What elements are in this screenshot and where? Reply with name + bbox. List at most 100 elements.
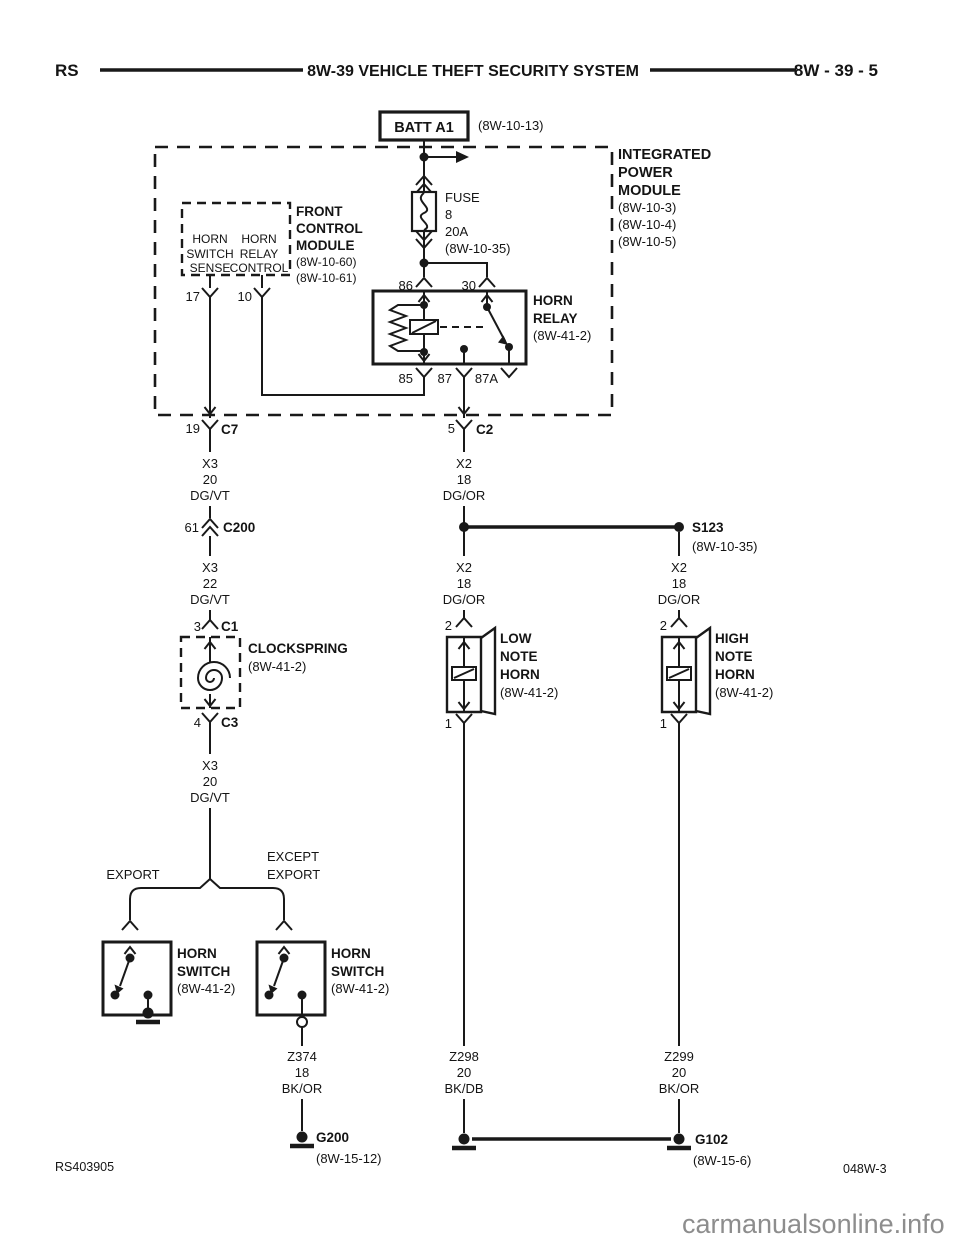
clockspring-coil-icon (196, 661, 231, 691)
wire-gauge: 20 (203, 774, 217, 789)
connector-icon (275, 920, 293, 931)
wire-gauge: 18 (672, 576, 686, 591)
splice-s123: S123 (8W-10-35) (674, 520, 758, 554)
horn-switch-except-export: HORN SWITCH (8W-41-2) (257, 942, 389, 1046)
middle-circuit: X2 18 DG/OR X2 18 DG/OR 2 LOW NOTE HORN … (443, 429, 679, 1148)
connector-icon (201, 712, 219, 723)
offpage-arrow-icon (456, 151, 469, 163)
pin-connector-icon (455, 367, 473, 378)
ground-g200: G200 (8W-15-12) (290, 1130, 382, 1166)
fcm-pin-10: 10 (238, 289, 252, 304)
pin-connector-icon (415, 367, 433, 378)
connector-icon (201, 419, 219, 430)
relay-pin-85: 85 (399, 371, 413, 386)
connector-icon (670, 713, 688, 724)
clockspring-outline (179, 635, 242, 710)
pin-connector-icon (201, 287, 219, 298)
low-horn-pin-2: 2 (445, 618, 452, 633)
fuse-rating: 20A (445, 224, 468, 239)
s123-ref: (8W-10-35) (692, 539, 758, 554)
horn-switch-ref: (8W-41-2) (331, 981, 389, 996)
ground-icon (452, 1134, 476, 1149)
relay-box (371, 289, 528, 366)
page-footer: RS403905 048W-3 carmanualsonline.info (55, 1160, 945, 1239)
battery-feed: BATT A1 (8W-10-13) (378, 110, 544, 194)
relay-resistor-icon (387, 304, 424, 352)
s123-name: S123 (692, 520, 724, 535)
header-model: RS (55, 61, 79, 80)
watermark: carmanualsonline.info (682, 1209, 945, 1239)
wire-color: DG/OR (443, 592, 486, 607)
wire-circuit: X3 (202, 758, 218, 773)
branch-left-label: EXPORT (106, 867, 159, 882)
c7-name: C7 (221, 422, 238, 437)
horn-switch-name-2: SWITCH (177, 964, 230, 979)
c7-pin: 19 (186, 421, 200, 436)
fcm-name-2: CONTROL (296, 221, 363, 236)
fuse-ref: (8W-10-35) (445, 241, 511, 256)
wire-color: BK/OR (282, 1081, 322, 1096)
connector-icon (670, 617, 688, 628)
horn-symbol (662, 628, 710, 714)
horn-relay: 86 30 85 87 87A (371, 277, 591, 386)
high-horn-name-1: HIGH (715, 631, 749, 646)
horn-switch-symbol (257, 942, 325, 1015)
branch-right-label-1: EXCEPT (267, 849, 319, 864)
low-note-horn: LOW NOTE HORN (8W-41-2) (447, 628, 558, 714)
low-horn-name-2: NOTE (500, 649, 538, 664)
connector-icon (121, 920, 139, 931)
wire-gauge: 20 (672, 1065, 686, 1080)
ipm-name-2: POWER (618, 165, 673, 181)
g102-name: G102 (695, 1132, 728, 1147)
clockspring-c1-name: C1 (221, 619, 239, 634)
batt-label: BATT A1 (394, 120, 454, 136)
fcm-pin-relay-3: CONTROL (230, 261, 289, 275)
fcm-pin-sense-1: HORN (192, 232, 227, 246)
wire-gauge: 18 (295, 1065, 309, 1080)
high-horn-ref: (8W-41-2) (715, 685, 773, 700)
pin-connector-icon (500, 367, 518, 378)
fcm-pin-sense-2: SWITCH (186, 247, 233, 261)
fcm-name-1: FRONT (296, 204, 343, 219)
c2-pin: 5 (448, 421, 455, 436)
clockspring-ref: (8W-41-2) (248, 659, 306, 674)
relay-pin-87: 87 (438, 371, 452, 386)
branch-right-label-2: EXPORT (267, 867, 320, 882)
ipm-name-3: MODULE (618, 183, 681, 199)
horn-switch-name-1: HORN (331, 946, 371, 961)
low-horn-ref: (8W-41-2) (500, 685, 558, 700)
fcm-outline (180, 201, 292, 277)
wire-gauge: 22 (203, 576, 217, 591)
wire-circuit: X3 (202, 560, 218, 575)
wire-color: DG/VT (190, 488, 230, 503)
wire-gauge: 18 (457, 472, 471, 487)
wire-color: DG/VT (190, 790, 230, 805)
wire-circuit: X3 (202, 456, 218, 471)
wire-color: DG/OR (443, 488, 486, 503)
ipm-outline (153, 145, 614, 417)
high-horn-name-2: NOTE (715, 649, 753, 664)
wire-circuit: Z374 (287, 1049, 317, 1064)
wire-gauge: 20 (203, 472, 217, 487)
low-horn-name-1: LOW (500, 631, 532, 646)
g200-name: G200 (316, 1130, 349, 1145)
connector-icon (455, 713, 473, 724)
left-circuit: X3 20 DG/VT 61 C200 X3 22 DG/VT 3 C1 4 C… (103, 429, 389, 1166)
footer-doc-number: RS403905 (55, 1160, 114, 1174)
clockspring: 3 C1 4 C3 CLOCKSPRING (8W-41-2) (179, 619, 348, 730)
fuse-element-icon (419, 192, 429, 231)
connector-icon (201, 526, 219, 537)
clockspring-c1-pin: 3 (194, 619, 201, 634)
connector-c7: 19 C7 (186, 419, 238, 437)
wire-relay-control (261, 297, 425, 396)
ipm-ref-2: (8W-10-4) (618, 217, 676, 232)
wire-color: DG/VT (190, 592, 230, 607)
low-horn-name-3: HORN (500, 667, 540, 682)
fuse-box (410, 190, 438, 233)
page-title: 8W-39 VEHICLE THEFT SECURITY SYSTEM (307, 63, 639, 80)
footer-sheet-number: 048W-3 (843, 1162, 887, 1176)
clockspring-name: CLOCKSPRING (248, 641, 348, 656)
wire-gauge: 20 (457, 1065, 471, 1080)
wire-color: DG/OR (658, 592, 701, 607)
